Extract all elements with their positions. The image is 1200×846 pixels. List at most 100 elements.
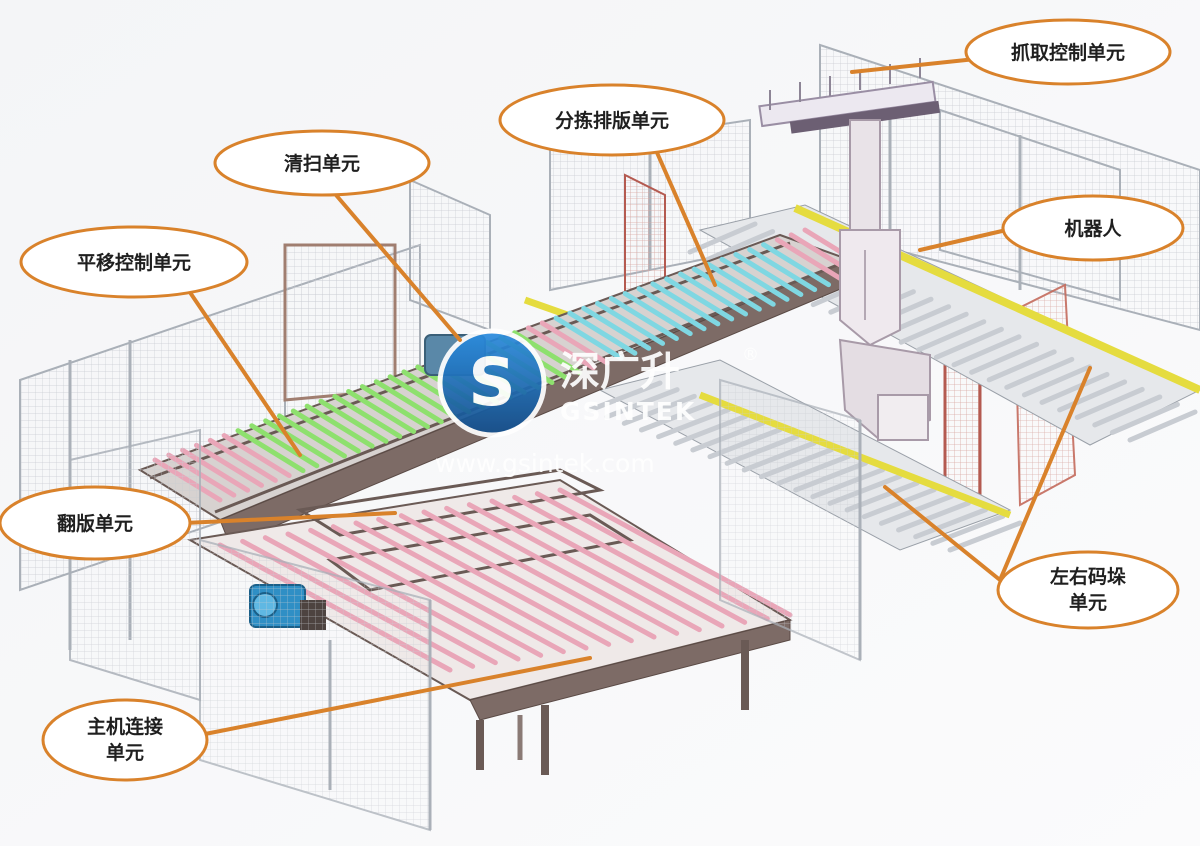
brand-logo-icon — [437, 328, 547, 438]
callout-cleaning-unit: 清扫单元 — [213, 129, 431, 197]
roller — [933, 326, 1004, 360]
roller — [512, 330, 583, 376]
roller — [604, 387, 680, 420]
roller — [719, 256, 790, 302]
roller — [304, 403, 375, 449]
roller — [373, 379, 444, 425]
roller — [913, 507, 989, 540]
brand-chinese-name: 深广升 — [560, 349, 680, 395]
roller — [621, 393, 697, 426]
roller — [898, 311, 969, 345]
roller — [489, 498, 725, 629]
roller — [553, 315, 624, 361]
roller — [595, 300, 666, 346]
roller — [193, 442, 264, 488]
roller — [678, 271, 749, 317]
roller — [650, 281, 721, 327]
roller — [1074, 386, 1145, 420]
safety-fence-front — [69, 378, 862, 832]
callout-label: 翻版单元 — [57, 512, 133, 535]
roller — [318, 398, 389, 444]
callout-label: 抓取控制单元 — [1011, 41, 1125, 64]
roller — [353, 520, 589, 651]
callout-sorting-layout-unit: 分拣排版单元 — [498, 83, 726, 157]
roller — [444, 505, 680, 636]
roller — [466, 502, 702, 633]
roller — [1109, 401, 1180, 435]
callout-label-line-1: 主机连接 — [87, 715, 163, 738]
callout-translation-control-unit: 平移控制单元 — [19, 225, 249, 299]
roller — [638, 400, 714, 433]
roller — [249, 423, 320, 469]
roller — [539, 320, 610, 366]
roller — [878, 493, 954, 526]
callout-host-connection-unit: 主机连接 单元 — [41, 698, 209, 782]
roller — [290, 408, 361, 454]
cleaning-door-panel — [283, 243, 397, 402]
roller — [664, 276, 735, 322]
roller — [861, 487, 937, 520]
roller — [330, 524, 566, 655]
callout-robot: 机器人 — [1001, 194, 1185, 262]
roller — [1057, 379, 1128, 413]
brand-watermark: S 深广升 ® GSINTEK www.gsintek.com — [435, 328, 759, 478]
roller — [916, 319, 987, 353]
roller — [359, 384, 430, 430]
roller — [705, 229, 776, 263]
callout-label-line-2: 单元 — [106, 741, 144, 764]
callout-label: 清扫单元 — [284, 152, 360, 175]
roller — [622, 291, 693, 337]
roller — [346, 388, 417, 434]
roller — [636, 286, 707, 332]
brand-url: www.gsintek.com — [435, 449, 655, 478]
roller — [567, 310, 638, 356]
roller — [221, 433, 292, 479]
roller — [1092, 394, 1163, 428]
callout-label-line-2: 单元 — [1069, 591, 1107, 614]
callout-left-right-stacking-unit: 左右码垛 单元 — [996, 550, 1180, 630]
roller — [308, 527, 544, 658]
roller — [1039, 371, 1110, 405]
roller — [263, 418, 334, 464]
roller — [1021, 364, 1092, 398]
roller — [774, 237, 845, 283]
roller — [525, 325, 596, 371]
roller — [387, 374, 458, 420]
roller — [376, 516, 612, 647]
roller — [986, 349, 1057, 383]
roller — [930, 513, 1006, 546]
roller — [687, 221, 758, 255]
roller — [608, 296, 679, 342]
roller — [512, 494, 748, 625]
brand-logo-letter: S — [468, 344, 516, 421]
roller — [691, 266, 762, 312]
callout-leader-lines — [183, 56, 1092, 737]
roller — [761, 242, 832, 288]
roller — [421, 509, 657, 640]
roller — [207, 437, 278, 483]
roller — [896, 500, 972, 533]
roller — [1004, 356, 1075, 390]
roller — [705, 261, 776, 307]
roller — [235, 428, 306, 474]
callout-grab-control-unit: 抓取控制单元 — [964, 18, 1172, 86]
roller — [947, 520, 1023, 553]
roller — [747, 247, 818, 293]
roller — [581, 305, 652, 351]
roller — [398, 513, 634, 644]
brand-english-name: GSINTEK — [560, 397, 696, 426]
callout-label-line-1: 左右码垛 — [1050, 565, 1126, 588]
callout-flip-plate-unit: 翻版单元 — [0, 485, 192, 561]
roller — [332, 393, 403, 439]
roller — [276, 413, 347, 459]
roller — [587, 380, 663, 413]
roller — [969, 341, 1040, 375]
registered-mark: ® — [742, 345, 759, 365]
callout-label: 分拣排版单元 — [555, 109, 669, 132]
industrial-robot — [758, 58, 941, 442]
roller — [733, 251, 804, 297]
callout-label: 平移控制单元 — [77, 251, 191, 274]
roller — [1127, 409, 1198, 443]
callout-label: 机器人 — [1064, 218, 1122, 240]
